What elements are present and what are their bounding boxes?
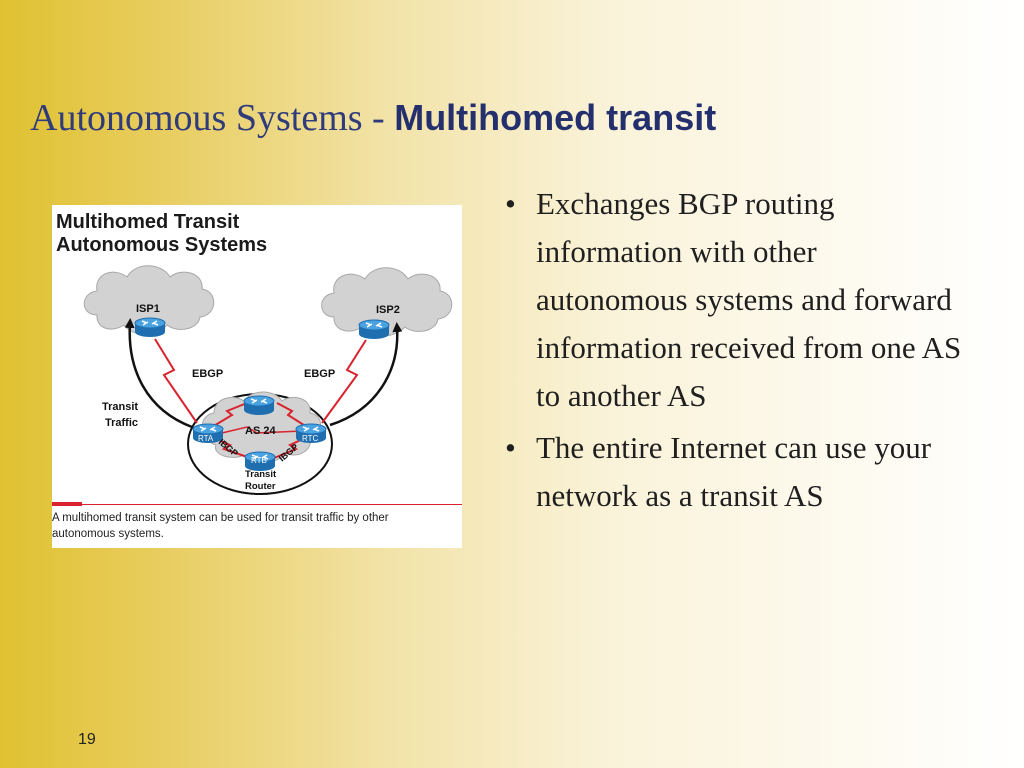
transit-arrow-left: [124, 318, 193, 429]
transit-traffic-label-1: Transit: [102, 401, 138, 413]
rtb-label: RTB: [251, 456, 267, 465]
transit-router-label-1: Transit: [245, 469, 277, 480]
slide-title-bold: Multihomed transit: [394, 97, 717, 138]
as-label: AS 24: [245, 425, 276, 437]
bullet-text: Exchanges BGP routing information with o…: [536, 186, 962, 413]
bullet-item: • Exchanges BGP routing information with …: [503, 180, 963, 420]
multihomed-transit-figure: ISP1 ISP2 EBGP EBGP Transit Traffic AS 2…: [52, 205, 462, 548]
transit-router-label-2: Router: [245, 481, 276, 492]
network-diagram: ISP1 ISP2 EBGP EBGP Transit Traffic AS 2…: [52, 265, 462, 506]
ebgp-left-label: EBGP: [192, 368, 223, 380]
isp1-label: ISP1: [136, 303, 160, 315]
caption-accent-bar: [52, 502, 82, 506]
isp2-router-icon: [358, 319, 390, 340]
bullet-dot-icon: •: [505, 186, 516, 221]
slide-title-plain: Autonomous Systems -: [30, 97, 395, 139]
figure-title-line1: Multihomed Transit: [56, 211, 240, 233]
slide-title: Autonomous Systems - Multihomed transit: [30, 96, 716, 140]
transit-traffic-label-2: Traffic: [105, 417, 138, 429]
ibgp-link-top-right: [276, 402, 308, 428]
isp2-label: ISP2: [376, 304, 400, 316]
isp1-router-icon: [134, 317, 166, 338]
ibgp-link-top-left: [211, 402, 248, 428]
rta-label: RTA: [198, 434, 214, 443]
ibgp-link-middle: [221, 426, 303, 434]
bullet-list: • Exchanges BGP routing information with …: [503, 180, 963, 524]
ebgp-right-label: EBGP: [304, 368, 335, 380]
figure-caption: A multihomed transit system can be used …: [52, 512, 389, 540]
figure-title-line2: Autonomous Systems: [56, 234, 268, 256]
caption-divider: [82, 504, 462, 505]
bullet-text: The entire Internet can use your network…: [536, 430, 932, 513]
bullet-item: • The entire Internet can use your networ…: [503, 424, 963, 520]
ibgp-link-bottom-right: [273, 436, 308, 459]
isp1-cloud: [83, 265, 215, 335]
transit-arrow-right: [329, 322, 403, 427]
ebgp-link-left: [154, 338, 198, 424]
as-core-router-icon: [243, 395, 275, 416]
rtc-label: RTC: [302, 434, 319, 443]
bullet-dot-icon: •: [505, 430, 516, 465]
ibgp-link-bottom-left: [211, 436, 251, 459]
ebgp-link-right: [321, 339, 367, 424]
page-number: 19: [78, 731, 96, 748]
